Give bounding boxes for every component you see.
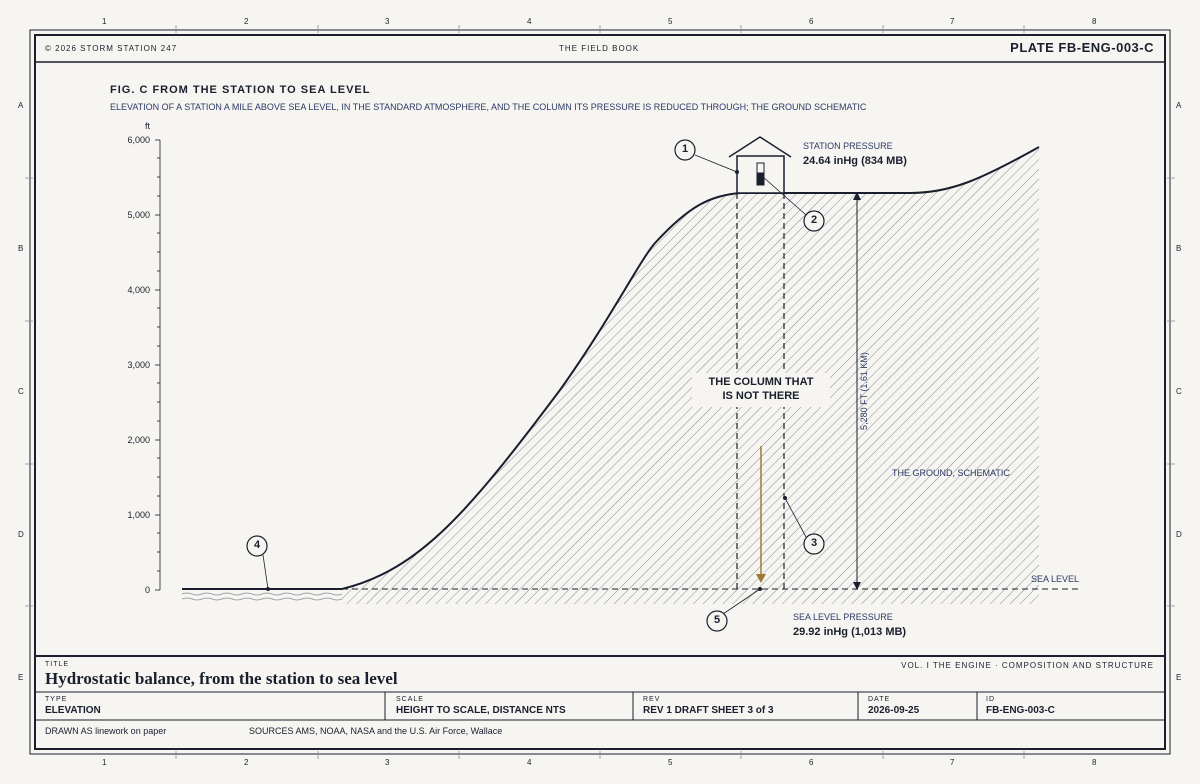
sea-level-pressure-label: SEA LEVEL PRESSURE — [793, 612, 893, 622]
y-tick-4000: 4,000 — [127, 285, 150, 295]
rev-label: REV — [643, 696, 661, 703]
y-axis — [155, 139, 161, 591]
grid-row-b-right: B — [1176, 244, 1182, 253]
ground-label: THE GROUND, SCHEMATIC — [892, 468, 1010, 478]
callout-2 — [803, 210, 825, 232]
y-tick-2000: 2,000 — [127, 435, 150, 445]
date-label: DATE — [868, 696, 891, 703]
grid-col-6: 6 — [809, 17, 814, 26]
grid-col-5-bottom: 5 — [668, 758, 673, 767]
callout-3 — [803, 533, 825, 555]
callout-4-label: 4 — [253, 539, 261, 551]
grid-row-a-right: A — [1176, 101, 1182, 110]
grid-col-1: 1 — [102, 17, 107, 26]
callout-4 — [246, 535, 268, 557]
station-pressure-label: STATION PRESSURE — [803, 141, 893, 151]
y-tick-3000: 3,000 — [127, 360, 150, 370]
water-lines — [181, 592, 343, 601]
grid-row-d-right: D — [1176, 530, 1182, 539]
grid-row-e-right: E — [1176, 673, 1182, 682]
grid-col-1-bottom: 1 — [102, 758, 107, 767]
leader-lines — [262, 154, 807, 615]
grid-col-3-bottom: 3 — [385, 758, 390, 767]
grid-col-2-bottom: 2 — [244, 758, 249, 767]
book-name: THE FIELD BOOK — [559, 44, 640, 53]
y-tick-6000: 6,000 — [127, 135, 150, 145]
sources-note: SOURCES AMS, NOAA, NASA and the U.S. Air… — [249, 726, 503, 736]
grid-col-7-bottom: 7 — [950, 758, 955, 767]
drawn-note: DRAWN AS linework on paper — [45, 726, 167, 736]
title-label: TITLE — [45, 661, 70, 668]
scale-value: HEIGHT TO SCALE, DISTANCE NTS — [396, 705, 566, 716]
grid-row-c: C — [18, 387, 24, 396]
callout-1 — [674, 139, 696, 161]
column-label-bg — [692, 373, 830, 407]
grid-row-e: E — [18, 673, 24, 682]
grid-col-2: 2 — [244, 17, 249, 26]
grid-ticks — [25, 25, 1175, 759]
scale-label: SCALE — [396, 696, 424, 703]
plate-id: PLATE FB-ENG-003-C — [1010, 40, 1154, 55]
leader-dots — [266, 170, 787, 591]
callout-1-label: 1 — [681, 143, 689, 155]
grid-col-3: 3 — [385, 17, 390, 26]
copyright: © 2026 STORM STATION 247 — [45, 44, 178, 53]
sea-level-label: SEA LEVEL — [1031, 574, 1080, 584]
grid-row-d: D — [18, 530, 24, 539]
y-tick-0: 0 — [144, 585, 150, 595]
column-label-line2: IS NOT THERE — [722, 390, 800, 402]
type-value: ELEVATION — [45, 705, 101, 716]
ground-profile — [182, 146, 1040, 590]
callout-5 — [706, 610, 728, 632]
rev-value: REV 1 DRAFT SHEET 3 of 3 — [643, 705, 774, 716]
callout-2-label: 2 — [810, 214, 818, 226]
grid-row-a: A — [18, 101, 24, 110]
type-label: TYPE — [45, 696, 68, 703]
callout-circles — [246, 139, 825, 632]
callout-5-label: 5 — [713, 614, 721, 626]
grid-col-6-bottom: 6 — [809, 758, 814, 767]
date-value: 2026-09-25 — [868, 705, 920, 716]
station-pressure-value: 24.64 inHg (834 MB) — [803, 155, 907, 167]
callout-3-label: 3 — [810, 537, 818, 549]
height-label: 5,280 FT (1.61 KM) — [859, 352, 869, 430]
title-block-lines — [35, 655, 1165, 721]
grid-col-8-bottom: 8 — [1092, 758, 1097, 767]
ground-schematic — [342, 147, 1039, 604]
figure-title: FIG. C FROM THE STATION TO SEA LEVEL — [110, 84, 371, 96]
sea-level-pressure-value: 29.92 inHg (1,013 MB) — [793, 626, 907, 638]
column-label-line1: THE COLUMN THAT — [708, 376, 814, 388]
y-axis-unit: ft — [145, 121, 151, 131]
volume-label: VOL. I THE ENGINE · COMPOSITION AND STRU… — [901, 661, 1154, 670]
grid-col-7: 7 — [950, 17, 955, 26]
id-value: FB-ENG-003-C — [986, 705, 1055, 716]
station-house — [728, 136, 792, 194]
y-tick-5000: 5,000 — [127, 210, 150, 220]
grid-row-c-right: C — [1176, 387, 1182, 396]
grid-col-8: 8 — [1092, 17, 1097, 26]
inner-frame — [34, 34, 1166, 750]
grid-col-5: 5 — [668, 17, 673, 26]
figure-subtitle: ELEVATION OF A STATION A MILE ABOVE SEA … — [110, 102, 867, 112]
grid-row-b: B — [18, 244, 24, 253]
grid-col-4-bottom: 4 — [527, 758, 532, 767]
grid-col-4: 4 — [527, 17, 532, 26]
drawing-title: Hydrostatic balance, from the station to… — [45, 669, 398, 688]
y-tick-1000: 1,000 — [127, 510, 150, 520]
reduction-arrow-head — [756, 574, 766, 583]
id-label: ID — [986, 696, 995, 703]
